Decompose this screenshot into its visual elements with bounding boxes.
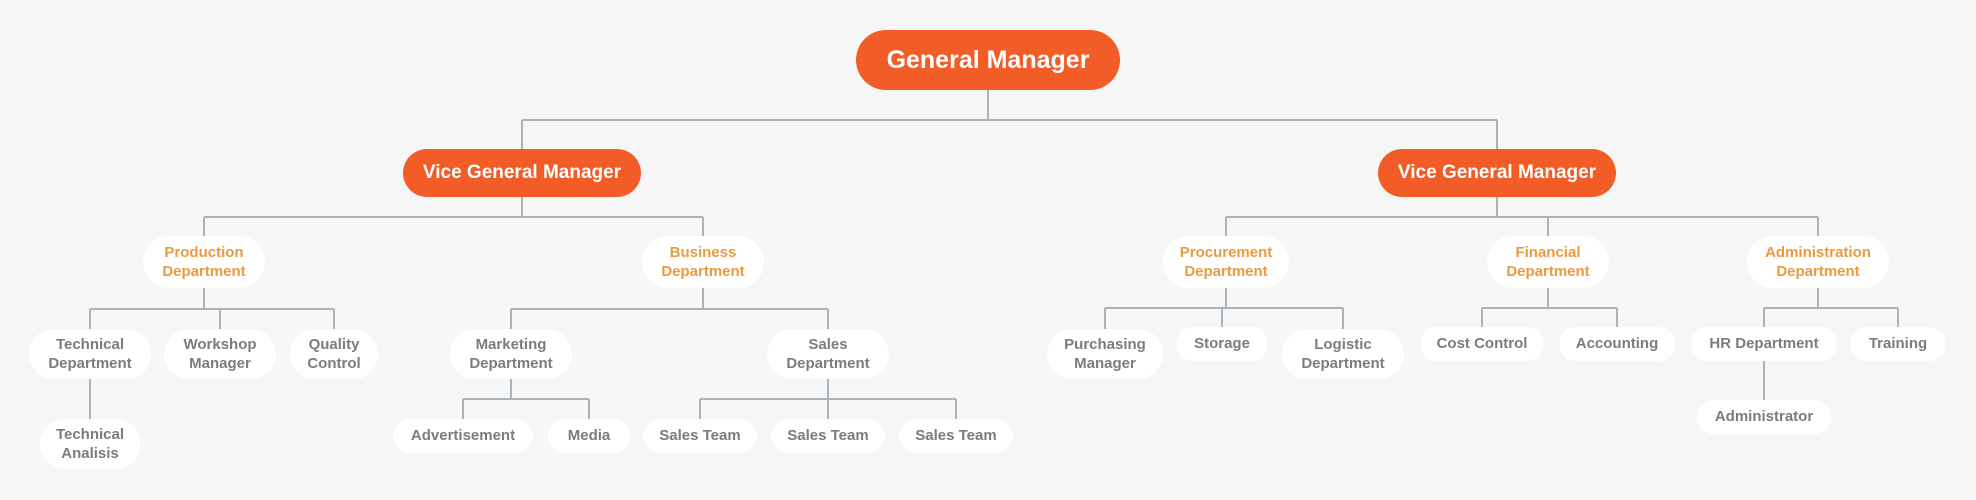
node-label: Production Department — [162, 243, 246, 281]
node-label: Administrator — [1714, 408, 1814, 426]
node-label: Sales Department — [786, 335, 870, 373]
node-label: Training — [1868, 335, 1928, 353]
node-storage[interactable]: Storage — [1176, 327, 1268, 361]
node-label: Workshop Manager — [183, 335, 257, 373]
node-label: Technical Department — [48, 335, 132, 373]
node-label: General Manager — [886, 45, 1090, 74]
node-gm[interactable]: General Manager — [856, 30, 1120, 90]
node-sales-team-2[interactable]: Sales Team — [771, 419, 885, 453]
node-label: Vice General Manager — [422, 161, 622, 183]
node-sales-team-1[interactable]: Sales Team — [643, 419, 757, 453]
node-hr[interactable]: HR Department — [1691, 327, 1837, 361]
node-label: Sales Team — [787, 427, 869, 445]
node-label: Logistic Department — [1301, 335, 1385, 373]
node-quality[interactable]: Quality Control — [290, 329, 378, 379]
node-procurement[interactable]: Procurement Department — [1163, 236, 1289, 288]
node-administration[interactable]: Administration Department — [1747, 236, 1889, 288]
node-label: Financial Department — [1506, 243, 1590, 281]
node-label: Business Department — [661, 243, 745, 281]
node-label: Storage — [1194, 335, 1250, 353]
node-label: Cost Control — [1436, 335, 1528, 353]
node-logistic[interactable]: Logistic Department — [1282, 329, 1404, 379]
node-administrator[interactable]: Administrator — [1697, 400, 1831, 434]
node-vgm-right[interactable]: Vice General Manager — [1378, 149, 1616, 197]
node-media[interactable]: Media — [548, 419, 630, 453]
node-label: Sales Team — [915, 427, 997, 445]
node-purchasing[interactable]: Purchasing Manager — [1047, 329, 1163, 379]
node-technical-analisis[interactable]: Technical Analisis — [40, 419, 140, 469]
node-label: Sales Team — [659, 427, 741, 445]
node-cost-control[interactable]: Cost Control — [1420, 327, 1544, 361]
node-label: Marketing Department — [469, 335, 553, 373]
node-workshop[interactable]: Workshop Manager — [164, 329, 276, 379]
node-financial[interactable]: Financial Department — [1487, 236, 1609, 288]
node-marketing[interactable]: Marketing Department — [450, 329, 572, 379]
node-production[interactable]: Production Department — [143, 236, 265, 288]
node-label: Media — [567, 427, 611, 445]
node-label: Vice General Manager — [1397, 161, 1597, 183]
node-vgm-left[interactable]: Vice General Manager — [403, 149, 641, 197]
node-technical[interactable]: Technical Department — [29, 329, 151, 379]
node-label: HR Department — [1709, 335, 1819, 353]
node-business[interactable]: Business Department — [642, 236, 764, 288]
node-accounting[interactable]: Accounting — [1559, 327, 1675, 361]
node-label: Administration Department — [1765, 243, 1871, 281]
node-label: Advertisement — [410, 427, 516, 445]
node-label: Quality Control — [307, 335, 361, 373]
node-label: Purchasing Manager — [1064, 335, 1146, 373]
node-label: Procurement Department — [1179, 243, 1273, 281]
node-label: Accounting — [1575, 335, 1659, 353]
node-sales[interactable]: Sales Department — [767, 329, 889, 379]
node-sales-team-3[interactable]: Sales Team — [899, 419, 1013, 453]
node-label: Technical Analisis — [55, 425, 125, 463]
node-advertisement[interactable]: Advertisement — [393, 419, 533, 453]
node-training[interactable]: Training — [1850, 327, 1946, 361]
